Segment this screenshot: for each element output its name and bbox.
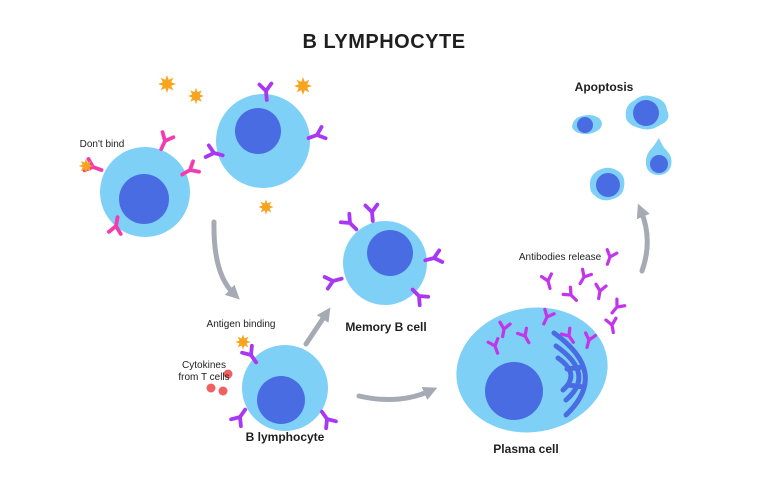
apoptotic-body <box>572 115 602 135</box>
antibody-y-icon <box>574 267 594 288</box>
antigen-star-icon <box>78 158 94 174</box>
receptor-y-icon <box>153 130 176 154</box>
cytokine-dot-icon <box>218 386 228 396</box>
cell-nucleus <box>485 362 543 420</box>
label-plasma-cell: Plasma cell <box>493 442 559 456</box>
apoptotic-body <box>589 167 625 201</box>
diagram-title: B LYMPHOCYTE <box>302 31 466 53</box>
receptor-y-icon <box>322 270 346 291</box>
antigen-star-icon <box>294 77 312 95</box>
apoptosis-cells <box>572 95 672 201</box>
apoptotic-body <box>625 95 669 130</box>
receptor-y-icon <box>338 211 363 236</box>
antigen-star-icon <box>187 87 205 105</box>
cytokines-dots <box>206 369 233 396</box>
cell-nucleus <box>119 174 169 224</box>
antibody-y-icon <box>600 248 619 268</box>
label-cytokines: Cytokines from T cells <box>178 360 230 383</box>
antibody-y-icon <box>604 316 620 336</box>
antibody-y-icon <box>539 272 557 292</box>
cytokine-dot-icon <box>223 369 233 379</box>
antigen-star-icon <box>158 75 176 93</box>
label-dont-bind: Don't bind <box>79 139 125 150</box>
label-memory-b-cell: Memory B cell <box>345 320 427 334</box>
antibody-y-icon <box>592 282 608 302</box>
receptor-y-icon <box>229 404 252 429</box>
memory-b-cell <box>322 202 445 308</box>
antibody-y-icon <box>561 285 582 306</box>
naive-b-cell-left <box>82 130 201 237</box>
arrow-to-activation <box>211 219 240 300</box>
label-b-lymphocyte: B lymphocyte <box>245 430 325 444</box>
arrow-to-plasma-cell <box>356 386 438 402</box>
receptor-y-icon <box>363 202 381 224</box>
apoptotic-body <box>645 138 672 175</box>
cell-nucleus <box>367 230 413 276</box>
cytokine-dot-icon <box>206 383 216 393</box>
label-antibodies-release: Antibodies release <box>518 252 602 263</box>
label-antigen-binding: Antigen binding <box>206 319 276 330</box>
cell-nucleus <box>257 376 305 424</box>
antigen-star-icon <box>258 199 274 215</box>
plasma-cell <box>456 307 608 433</box>
arrow-to-apoptosis <box>636 203 650 274</box>
naive-b-cell-top <box>203 81 328 188</box>
label-apoptosis: Apoptosis <box>574 80 634 94</box>
arrow-to-memory-cell <box>303 307 331 347</box>
cell-nucleus <box>235 108 281 154</box>
activated-b-lymphocyte <box>229 334 338 431</box>
antibody-y-icon <box>606 297 627 318</box>
endoplasmic-reticulum <box>551 330 588 418</box>
antigen-star-icon <box>235 334 251 350</box>
